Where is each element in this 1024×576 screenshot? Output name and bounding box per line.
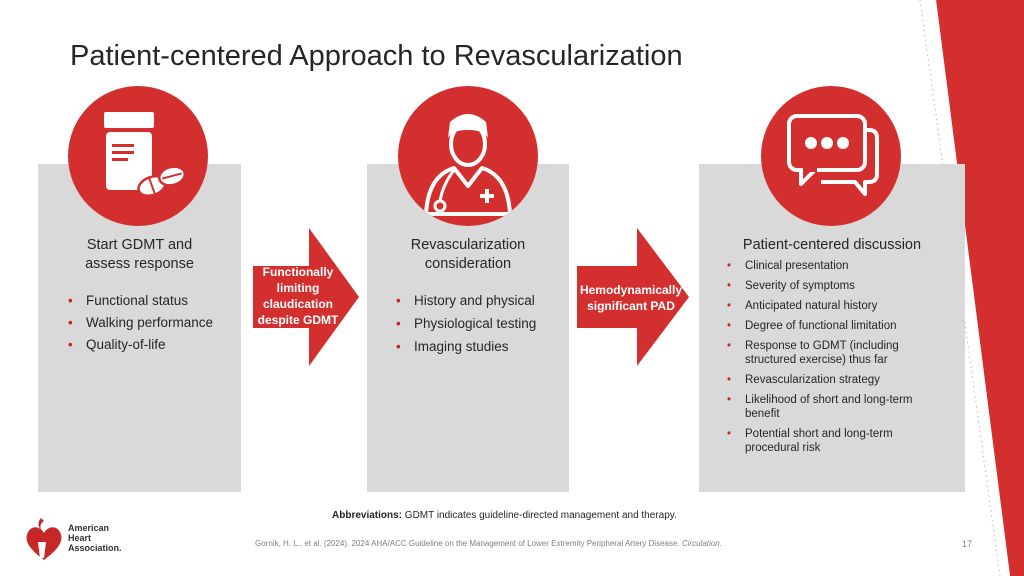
panel-title: Start GDMT and assess response xyxy=(85,237,194,272)
doctor-icon xyxy=(398,86,538,226)
list-item: History and physical xyxy=(394,292,569,309)
page-number: 17 xyxy=(962,539,973,549)
heart-torch-icon xyxy=(26,518,62,560)
chat-bubbles-icon xyxy=(761,86,901,226)
abbreviations-note: Abbreviations: GDMT indicates guideline-… xyxy=(332,510,677,521)
list-item: Walking performance xyxy=(66,314,236,331)
citation: Gornik, H. L., et al. (2024). 2024 AHA/A… xyxy=(255,539,722,548)
list-item: Clinical presentation xyxy=(725,259,925,273)
panel-title: Patient-centered discussion xyxy=(742,237,922,253)
pill-bottle-icon xyxy=(68,86,208,226)
list-item: Potential short and long-term procedural… xyxy=(725,427,925,455)
panel-item-list: Clinical presentation Severity of sympto… xyxy=(725,259,925,461)
panel-title: Revascularization consideration xyxy=(410,237,526,272)
list-item: Degree of functional limitation xyxy=(725,319,925,333)
list-item: Physiological testing xyxy=(394,315,569,332)
list-item: Functional status xyxy=(66,292,236,309)
list-item: Severity of symptoms xyxy=(725,279,925,293)
arrow-functionally-limiting: Functionally limiting claudication despi… xyxy=(253,228,359,366)
list-item: Imaging studies xyxy=(394,338,569,355)
list-item: Response to GDMT (including structured e… xyxy=(725,339,925,367)
panel-item-list: Functional status Walking performance Qu… xyxy=(66,292,236,358)
arrow-label: Hemodynamically significant PAD xyxy=(579,283,683,313)
list-item: Quality-of-life xyxy=(66,336,236,353)
panel-item-list: History and physical Physiological testi… xyxy=(394,292,569,361)
list-item: Anticipated natural history xyxy=(725,299,925,313)
list-item: Likelihood of short and long-term benefi… xyxy=(725,393,925,421)
page-title: Patient-centered Approach to Revasculari… xyxy=(70,40,683,72)
logo-wordmark: American Heart Association. xyxy=(68,523,122,553)
list-item: Revascularization strategy xyxy=(725,373,925,387)
arrow-hemodynamically-significant: Hemodynamically significant PAD xyxy=(577,228,689,366)
aha-logo: American Heart Association. xyxy=(24,516,134,564)
arrow-label: Functionally limiting claudication despi… xyxy=(257,265,339,327)
